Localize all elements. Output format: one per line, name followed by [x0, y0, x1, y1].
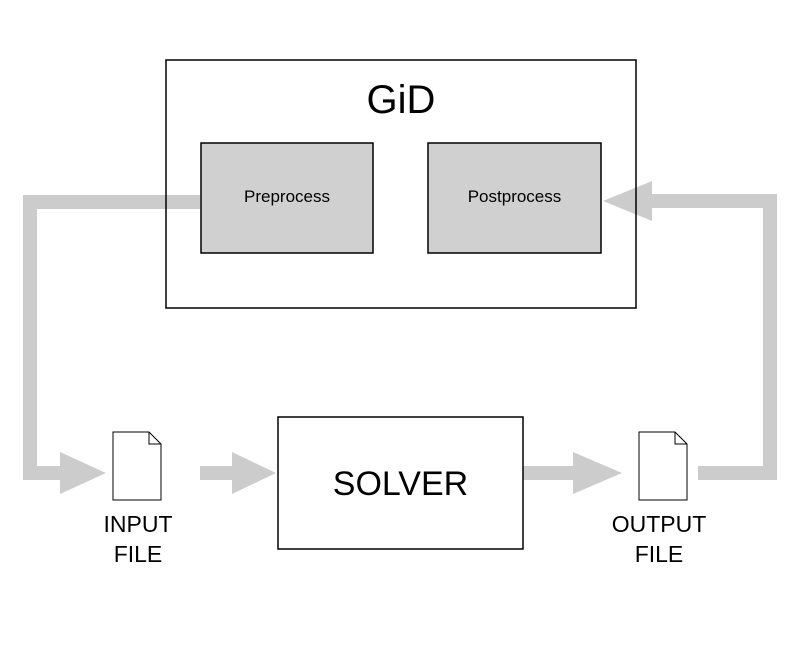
postprocess-box: [427, 142, 602, 254]
output-file-icon: [638, 431, 688, 501]
preprocess-box: [200, 142, 374, 254]
arrow-solver-to-output: [523, 452, 622, 494]
input-file-label-line2: FILE: [113, 541, 163, 567]
output-file-label-line1: OUTPUT: [611, 511, 707, 537]
input-file-label: INPUT FILE: [78, 509, 198, 569]
input-file-icon: [112, 431, 162, 501]
output-file-label-line2: FILE: [634, 541, 684, 567]
arrow-preprocess-to-input: [23, 195, 200, 494]
arrow-output-to-postprocess: [603, 181, 777, 480]
input-file-label-line1: INPUT: [103, 511, 173, 537]
solver-box: [277, 416, 524, 550]
preprocess-label: Preprocess: [244, 187, 330, 206]
solver-label: SOLVER: [332, 465, 469, 503]
output-file-label: OUTPUT FILE: [594, 509, 724, 569]
arrow-input-to-solver: [200, 452, 276, 494]
postprocess-label: Postprocess: [467, 187, 562, 206]
gid-title: GiD: [366, 78, 436, 122]
gid-box: [165, 59, 637, 309]
